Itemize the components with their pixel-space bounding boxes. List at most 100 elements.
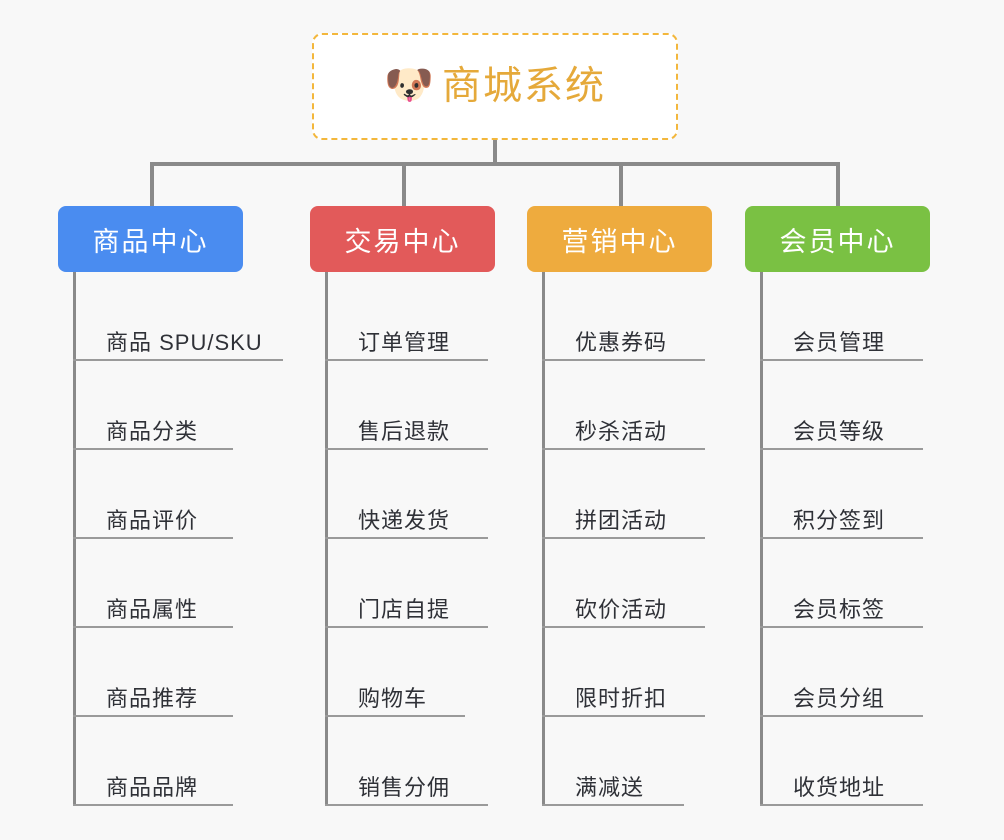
leaf-item[interactable]: 订单管理 <box>325 272 495 361</box>
category-items-4: 会员管理会员等级积分签到会员标签会员分组收货地址 <box>745 272 930 806</box>
category-items-2: 订单管理售后退款快递发货门店自提购物车销售分佣 <box>310 272 495 806</box>
category-header-label: 商品中心 <box>92 226 209 257</box>
connector-spine-4 <box>760 272 763 806</box>
leaf-item[interactable]: 优惠券码 <box>542 272 712 361</box>
leaf-item-rule <box>760 359 923 361</box>
leaf-item-label: 收货地址 <box>793 774 886 800</box>
category-column-1: 商品中心商品 SPU/SKU 商品分类商品评价商品属性商品推荐商品品牌 <box>58 206 283 806</box>
leaf-item-rule <box>542 626 705 628</box>
leaf-item[interactable]: 砍价活动 <box>542 539 712 628</box>
leaf-item-label: 购物车 <box>358 685 428 711</box>
leaf-item-label: 会员等级 <box>793 418 886 444</box>
leaf-item-rule <box>760 626 923 628</box>
leaf-item-rule <box>542 804 684 806</box>
leaf-item-label: 砍价活动 <box>575 596 668 622</box>
leaf-item[interactable]: 会员分组 <box>760 628 930 717</box>
category-header-4[interactable]: 会员中心 <box>745 206 930 272</box>
leaf-item-label: 限时折扣 <box>575 685 668 711</box>
leaf-item[interactable]: 商品推荐 <box>73 628 243 717</box>
leaf-item-rule <box>325 448 488 450</box>
leaf-item-label: 售后退款 <box>358 418 451 444</box>
category-header-3[interactable]: 营销中心 <box>527 206 712 272</box>
leaf-item[interactable]: 商品属性 <box>73 539 243 628</box>
root-node[interactable]: 🐶 商城系统 <box>312 33 678 140</box>
leaf-item-label: 商品分类 <box>106 418 199 444</box>
connector-spine-2 <box>325 272 328 806</box>
category-header-2[interactable]: 交易中心 <box>310 206 495 272</box>
connector-drop-4 <box>836 162 840 206</box>
leaf-item-rule <box>325 359 488 361</box>
leaf-item-label: 商品属性 <box>106 596 199 622</box>
leaf-item-rule <box>73 715 233 717</box>
leaf-item[interactable]: 商品评价 <box>73 450 243 539</box>
leaf-item-label: 订单管理 <box>358 329 451 355</box>
category-items-1: 商品 SPU/SKU 商品分类商品评价商品属性商品推荐商品品牌 <box>58 272 283 806</box>
leaf-item-label: 秒杀活动 <box>575 418 668 444</box>
leaf-item-label: 优惠券码 <box>575 329 668 355</box>
leaf-item[interactable]: 限时折扣 <box>542 628 712 717</box>
connector-spine-3 <box>542 272 545 806</box>
leaf-item[interactable]: 秒杀活动 <box>542 361 712 450</box>
leaf-item[interactable]: 会员标签 <box>760 539 930 628</box>
connector-drop-1 <box>150 162 154 206</box>
leaf-item-rule <box>73 359 283 361</box>
leaf-item-label: 会员分组 <box>793 685 886 711</box>
category-header-label: 会员中心 <box>779 226 896 257</box>
leaf-item[interactable]: 购物车 <box>325 628 495 717</box>
category-column-4: 会员中心会员管理会员等级积分签到会员标签会员分组收货地址 <box>745 206 930 806</box>
leaf-item-label: 会员标签 <box>793 596 886 622</box>
connector-horizontal-bus <box>150 162 836 166</box>
leaf-item-label: 商品评价 <box>106 507 199 533</box>
root-title: 商城系统 <box>441 65 606 108</box>
leaf-item-label: 商品推荐 <box>106 685 199 711</box>
leaf-item-label: 销售分佣 <box>358 774 451 800</box>
leaf-item-rule <box>325 626 488 628</box>
category-header-1[interactable]: 商品中心 <box>58 206 243 272</box>
leaf-item-rule <box>760 448 923 450</box>
leaf-item[interactable]: 快递发货 <box>325 450 495 539</box>
leaf-item-label: 商品 SPU/SKU <box>106 329 263 355</box>
dog-face-icon: 🐶 <box>383 62 434 107</box>
connector-spine-1 <box>73 272 76 806</box>
leaf-item-rule <box>325 804 488 806</box>
connector-drop-2 <box>402 162 406 206</box>
leaf-item[interactable]: 销售分佣 <box>325 717 495 806</box>
category-column-3: 营销中心优惠券码秒杀活动拼团活动砍价活动限时折扣满减送 <box>527 206 712 806</box>
leaf-item-label: 满减送 <box>575 774 645 800</box>
leaf-item-label: 门店自提 <box>358 596 451 622</box>
category-items-3: 优惠券码秒杀活动拼团活动砍价活动限时折扣满减送 <box>527 272 712 806</box>
leaf-item[interactable]: 积分签到 <box>760 450 930 539</box>
leaf-item-label: 积分签到 <box>793 507 886 533</box>
leaf-item-rule <box>73 626 233 628</box>
leaf-item-rule <box>542 448 705 450</box>
leaf-item-label: 会员管理 <box>793 329 886 355</box>
leaf-item-rule <box>542 715 705 717</box>
leaf-item-rule <box>325 715 465 717</box>
category-column-2: 交易中心订单管理售后退款快递发货门店自提购物车销售分佣 <box>310 206 495 806</box>
leaf-item-label: 快递发货 <box>358 507 451 533</box>
leaf-item[interactable]: 满减送 <box>542 717 712 806</box>
leaf-item[interactable]: 商品品牌 <box>73 717 243 806</box>
connector-drop-3 <box>619 162 623 206</box>
leaf-item-rule <box>760 537 923 539</box>
leaf-item-rule <box>760 715 923 717</box>
leaf-item-label: 拼团活动 <box>575 507 668 533</box>
connector-root-stem <box>493 140 497 164</box>
leaf-item[interactable]: 售后退款 <box>325 361 495 450</box>
leaf-item[interactable]: 收货地址 <box>760 717 930 806</box>
leaf-item[interactable]: 商品 SPU/SKU <box>73 272 283 361</box>
leaf-item-label: 商品品牌 <box>106 774 199 800</box>
leaf-item-rule <box>542 537 705 539</box>
category-header-label: 营销中心 <box>561 226 678 257</box>
leaf-item-rule <box>325 537 488 539</box>
leaf-item[interactable]: 商品分类 <box>73 361 243 450</box>
leaf-item[interactable]: 会员管理 <box>760 272 930 361</box>
leaf-item[interactable]: 门店自提 <box>325 539 495 628</box>
leaf-item[interactable]: 拼团活动 <box>542 450 712 539</box>
leaf-item-rule <box>760 804 923 806</box>
leaf-item-rule <box>73 448 233 450</box>
leaf-item-rule <box>542 359 705 361</box>
leaf-item[interactable]: 会员等级 <box>760 361 930 450</box>
leaf-item-rule <box>73 537 233 539</box>
